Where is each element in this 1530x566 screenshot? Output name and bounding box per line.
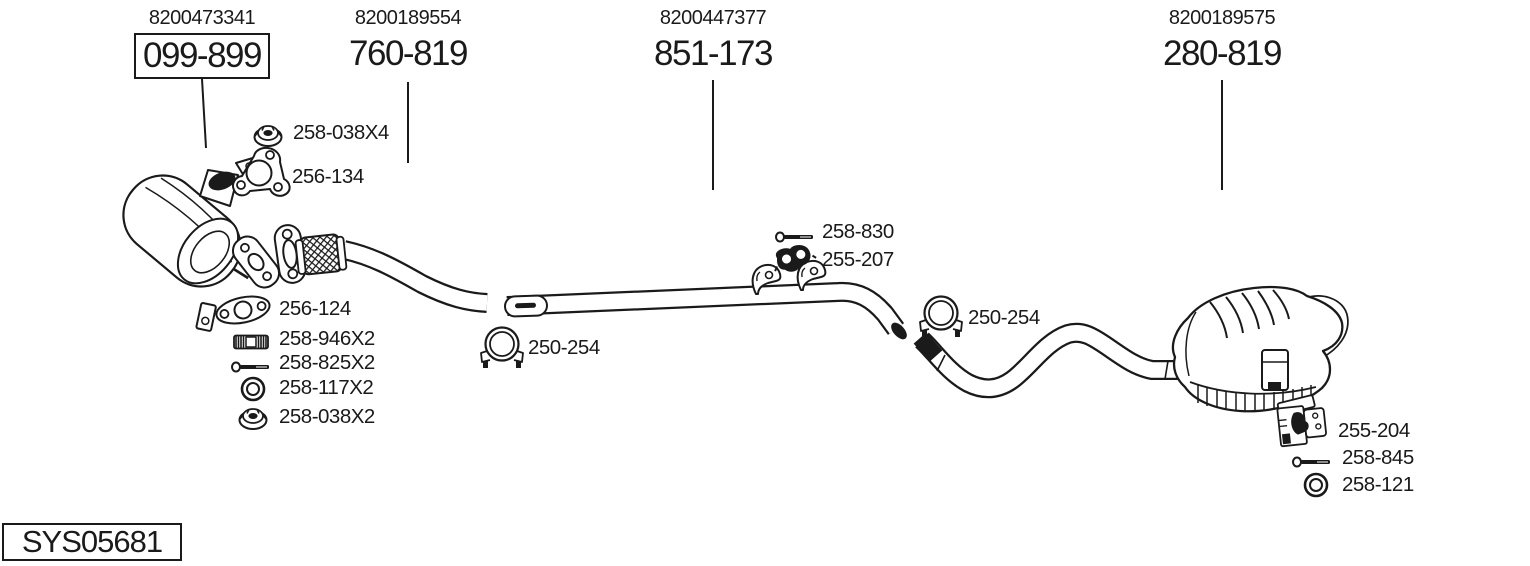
- system-code: SYS05681: [21, 524, 163, 559]
- part-callout-label: 250-254: [528, 336, 600, 359]
- pipe-clamp-icon: [918, 295, 964, 339]
- part-number: 851-173: [654, 34, 773, 73]
- catalytic-converter-drawing: [122, 156, 281, 332]
- leader-lines: [201, 78, 1223, 190]
- part-number: 760-819: [349, 34, 468, 73]
- flex-braid: [299, 233, 343, 276]
- part-callout-label: 258-121: [1342, 473, 1414, 496]
- downpipe-drawing: [341, 240, 488, 313]
- oem-number: 8200447377: [659, 7, 767, 29]
- part-callout-label: 258-038X2: [279, 405, 375, 428]
- flange-nut-icon: [238, 408, 268, 430]
- rear-pipe-drawing: [913, 322, 1192, 399]
- cat-inlet-opening: [208, 171, 236, 191]
- three-hole-gasket-icon: [232, 146, 291, 197]
- bolt-icon: [1292, 456, 1331, 468]
- part-callout-label: 258-825X2: [279, 351, 375, 374]
- bolt-icon: [231, 361, 270, 373]
- system-code-box: SYS05681: [2, 523, 182, 561]
- oem-number: 8200189554: [354, 7, 462, 29]
- hanger-bracket-icon: [1276, 394, 1327, 448]
- part-callout-label: 258-117X2: [279, 376, 374, 399]
- muffler-skirt-hatch: [1197, 384, 1312, 411]
- ring-icon: [240, 376, 266, 402]
- muffler-drawing: [1171, 285, 1349, 413]
- section-header: 8200189575 280-819: [1142, 6, 1302, 75]
- section-header: 8200473341 099-899: [112, 6, 292, 79]
- ring-icon: [1303, 472, 1329, 498]
- part-callout-label: 250-254: [968, 306, 1040, 329]
- flange-nut-icon: [253, 125, 283, 147]
- rubber-hanger-icon: [774, 245, 817, 272]
- part-callout-label: 256-134: [292, 165, 364, 188]
- part-callout-label: 258-038X4: [293, 121, 389, 144]
- part-number-boxed: 099-899: [134, 33, 270, 79]
- bolt-icon: [775, 231, 814, 243]
- sleeve-icon: [233, 334, 269, 350]
- part-callout-label: 255-207: [822, 248, 894, 271]
- pipe-end-opening: [891, 322, 907, 340]
- part-callout-label: 255-204: [1338, 419, 1410, 442]
- center-pipe-drawing: [504, 281, 907, 340]
- oem-number: 8200189575: [1168, 7, 1276, 29]
- part-callout-label: 258-845: [1342, 446, 1414, 469]
- section-header: 8200447377 851-173: [633, 6, 793, 75]
- leader-line: [201, 78, 207, 149]
- part-callout-label: 258-830: [822, 220, 894, 243]
- part-callout-label: 258-946X2: [279, 327, 375, 350]
- flex-coupling-drawing: [273, 224, 348, 284]
- section-header: 8200189554 760-819: [328, 6, 488, 75]
- oval-gasket-icon: [215, 295, 271, 325]
- oem-number: 8200473341: [148, 7, 256, 29]
- part-callout-label: 256-124: [279, 297, 351, 320]
- cat-outlet-flange: [231, 235, 281, 289]
- pipe-clamp-icon: [479, 326, 525, 370]
- muffler-ribs: [1209, 289, 1290, 339]
- part-number: 280-819: [1163, 34, 1282, 73]
